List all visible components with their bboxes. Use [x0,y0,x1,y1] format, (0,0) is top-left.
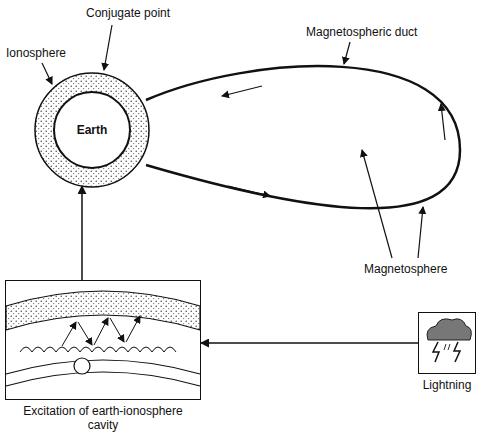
ionosphere-ring [35,73,149,187]
leader-line [104,25,112,70]
part-label: Magnetosphere [364,262,447,276]
earth-node: Earth [35,73,149,187]
figure-panel: Lightning [405,312,489,392]
part-label: Ionosphere [6,46,66,60]
flow-arrow [441,104,445,140]
figure-caption: Lightning [405,378,489,392]
leader-line [418,207,423,258]
connector-arrow [201,342,418,344]
flow-arrow [222,86,262,96]
connector-arrow [81,186,83,280]
leader-line [344,42,350,64]
duct-loop [146,66,460,208]
part-label: Conjugate point [86,6,170,20]
part-label: Magnetospheric duct [306,25,417,39]
flow-arrow [228,186,270,196]
cavity-illustration [6,291,200,386]
figure-panel: Excitation of earth-ionosphere cavity [5,280,201,432]
illustration-frame [5,280,201,400]
leader-line [362,150,392,258]
illustration-frame [418,312,476,374]
leader-line [42,63,52,84]
figure-caption: Excitation of earth-ionosphere cavity [23,404,183,432]
earth-circle [54,92,130,168]
node-title: Earth [75,123,110,137]
lightning-icon [427,319,471,362]
